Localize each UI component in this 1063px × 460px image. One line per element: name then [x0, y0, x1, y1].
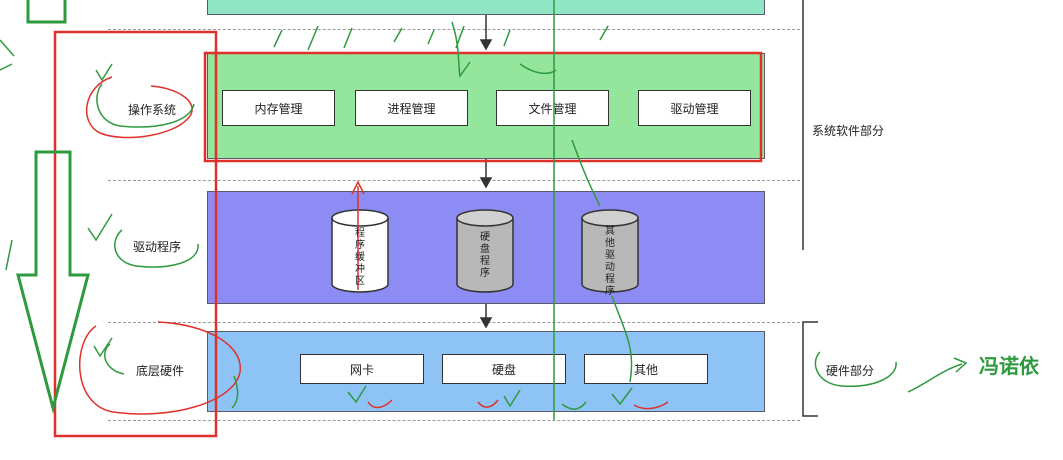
hardware-layer-label: 底层硬件 [136, 364, 185, 378]
green-annotations [0, 0, 968, 420]
right-brackets [802, 0, 818, 417]
separator-os-driver [108, 180, 800, 181]
hard-disk-box: 硬盘 [442, 354, 566, 384]
separator-bottom [108, 420, 800, 421]
cylinder-disk-driver-label: 硬盘程序 [480, 232, 490, 279]
cylinder-disk-driver [456, 209, 514, 293]
driver-layer-label: 驱动程序 [133, 240, 182, 254]
red-annotations [53, 30, 763, 438]
hardware-part-label: 硬件部分 [826, 364, 875, 378]
driver-management-box: 驱动管理 [638, 90, 751, 126]
top-layer [207, 0, 765, 15]
cylinder-other-driver-label: 其他驱动程序 [605, 226, 615, 297]
process-management-box: 进程管理 [355, 90, 468, 126]
system-software-label: 系统软件部分 [812, 124, 885, 138]
handwritten-annotation: 冯诺依 [979, 354, 1039, 378]
os-layer-label: 操作系统 [128, 103, 177, 117]
network-card-box: 网卡 [300, 354, 424, 384]
separator-driver-hardware [108, 322, 800, 323]
flow-arrows [479, 15, 493, 329]
cylinder-other-driver [581, 209, 639, 293]
cylinder-buffer-label: 程序缓冲区 [355, 228, 365, 287]
other-hardware-box: 其他 [584, 354, 708, 384]
cylinder-buffer [331, 209, 389, 293]
memory-management-box: 内存管理 [222, 90, 335, 126]
file-management-box: 文件管理 [496, 90, 609, 126]
